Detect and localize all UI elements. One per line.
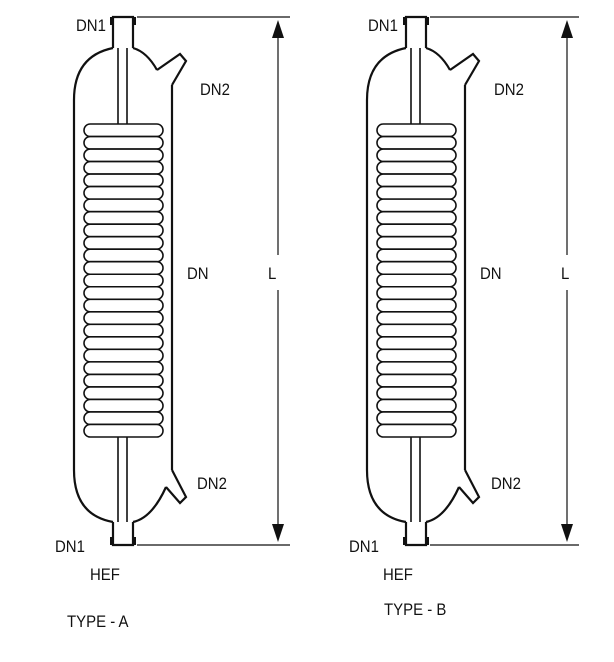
label-dn2-bottom-b: DN2 <box>491 474 521 493</box>
label-dn2-top-b: DN2 <box>494 80 524 99</box>
coil-turn-b <box>376 123 457 138</box>
flange-bottom-left-a <box>110 537 114 545</box>
arrow-down-icon-a <box>272 524 284 542</box>
coil-turn-a <box>83 185 164 200</box>
coil-turn-a <box>83 123 164 138</box>
coil-turn-a <box>83 160 164 175</box>
coil-turn-b <box>376 198 457 213</box>
label-dn1-bottom-b: DN1 <box>349 537 379 556</box>
flange-top-left-b <box>403 17 407 25</box>
label-model-a: HEF <box>90 565 120 584</box>
coil-turn-b <box>376 135 457 150</box>
coil-turn-a <box>83 423 164 438</box>
inner-tube-a <box>117 48 128 522</box>
coil-turn-a <box>83 173 164 188</box>
type-label-a: TYPE - A <box>67 612 129 631</box>
nozzle-dn2-top-a <box>156 52 188 86</box>
coil-turn-b <box>376 148 457 163</box>
flange-bottom-right-b <box>425 537 429 545</box>
coil-turn-b <box>376 173 457 188</box>
coil-turn-b <box>376 361 457 376</box>
label-length-a: L <box>268 264 277 283</box>
coil-turn-a <box>83 298 164 313</box>
coil-turn-a <box>83 148 164 163</box>
coil-turn-a <box>83 198 164 213</box>
label-length-b: L <box>561 264 570 283</box>
label-dn2-bottom-a: DN2 <box>197 474 227 493</box>
shell-left-b <box>365 46 407 524</box>
shell-top-right-a <box>132 46 158 71</box>
coil-turn-b <box>376 260 457 276</box>
coil-turn-b <box>376 273 457 288</box>
label-model-b: HEF <box>383 565 413 584</box>
nozzle-dn2-top-b <box>449 52 481 86</box>
neck-bottom-b <box>404 522 428 547</box>
coil-turn-a <box>83 348 164 363</box>
label-dn-b: DN <box>480 264 502 283</box>
inner-tube-b <box>410 48 421 522</box>
arrow-up-icon-b <box>561 20 573 38</box>
coil-turn-b <box>376 423 457 438</box>
coil-turn-b <box>376 348 457 363</box>
shell-bottom-right-a <box>132 486 168 524</box>
coil-turn-a <box>83 398 164 413</box>
label-dn1-bottom-a: DN1 <box>55 537 85 556</box>
coil-turn-a <box>83 210 164 225</box>
coil-turn-a <box>83 260 164 276</box>
coil-turn-b <box>376 310 457 326</box>
shell-top-right-b <box>425 46 451 71</box>
coil-turn-b <box>376 336 457 351</box>
shell-left-a <box>72 46 114 524</box>
shell-bottom-right-b <box>425 486 461 524</box>
label-dn2-top-a: DN2 <box>200 80 230 99</box>
neck-top-a <box>111 15 135 48</box>
flange-top-right-a <box>132 17 136 25</box>
neck-top-b <box>404 15 428 48</box>
coil-turn-b <box>376 373 457 388</box>
flange-top-left-a <box>110 17 114 25</box>
coil-turn-a <box>83 386 164 401</box>
coil-turn-b <box>376 160 457 175</box>
label-dn-a: DN <box>187 264 209 283</box>
coil-turn-b <box>376 210 457 225</box>
coil-turn-a <box>83 411 164 426</box>
arrow-down-icon-b <box>561 524 573 542</box>
flange-bottom-left-b <box>403 537 407 545</box>
nozzle-dn2-bottom-a <box>165 469 188 505</box>
flange-top-right-b <box>425 17 429 25</box>
arrow-up-icon-a <box>272 20 284 38</box>
coil-turn-a <box>83 361 164 376</box>
coil-turn-b <box>376 248 457 263</box>
flange-bottom-right-a <box>132 537 136 545</box>
coil-turn-a <box>83 135 164 150</box>
coil-turn-b <box>376 398 457 413</box>
coil-turn-b <box>376 285 457 301</box>
coil-turn-a <box>83 273 164 288</box>
coil-turn-a <box>83 336 164 351</box>
coil-turn-b <box>376 185 457 200</box>
coil-turn-a <box>83 223 164 238</box>
type-label-b: TYPE - B <box>384 600 447 619</box>
coil-turn-b <box>376 411 457 426</box>
coil-turn-a <box>83 373 164 388</box>
coil-turn-a <box>83 235 164 250</box>
label-dn1-top-b: DN1 <box>368 16 398 35</box>
coil-turn-b <box>376 298 457 313</box>
label-dn1-top-a: DN1 <box>76 16 106 35</box>
nozzle-dn2-bottom-b <box>458 469 481 505</box>
coil-turn-a <box>83 248 164 263</box>
coil-turn-a <box>83 285 164 301</box>
coil-turn-a <box>83 310 164 326</box>
coil-turn-b <box>376 386 457 401</box>
coil-turn-a <box>83 323 164 338</box>
coil-turn-b <box>376 223 457 238</box>
coil-turn-b <box>376 323 457 338</box>
coil-turn-b <box>376 235 457 250</box>
neck-bottom-a <box>111 522 135 547</box>
